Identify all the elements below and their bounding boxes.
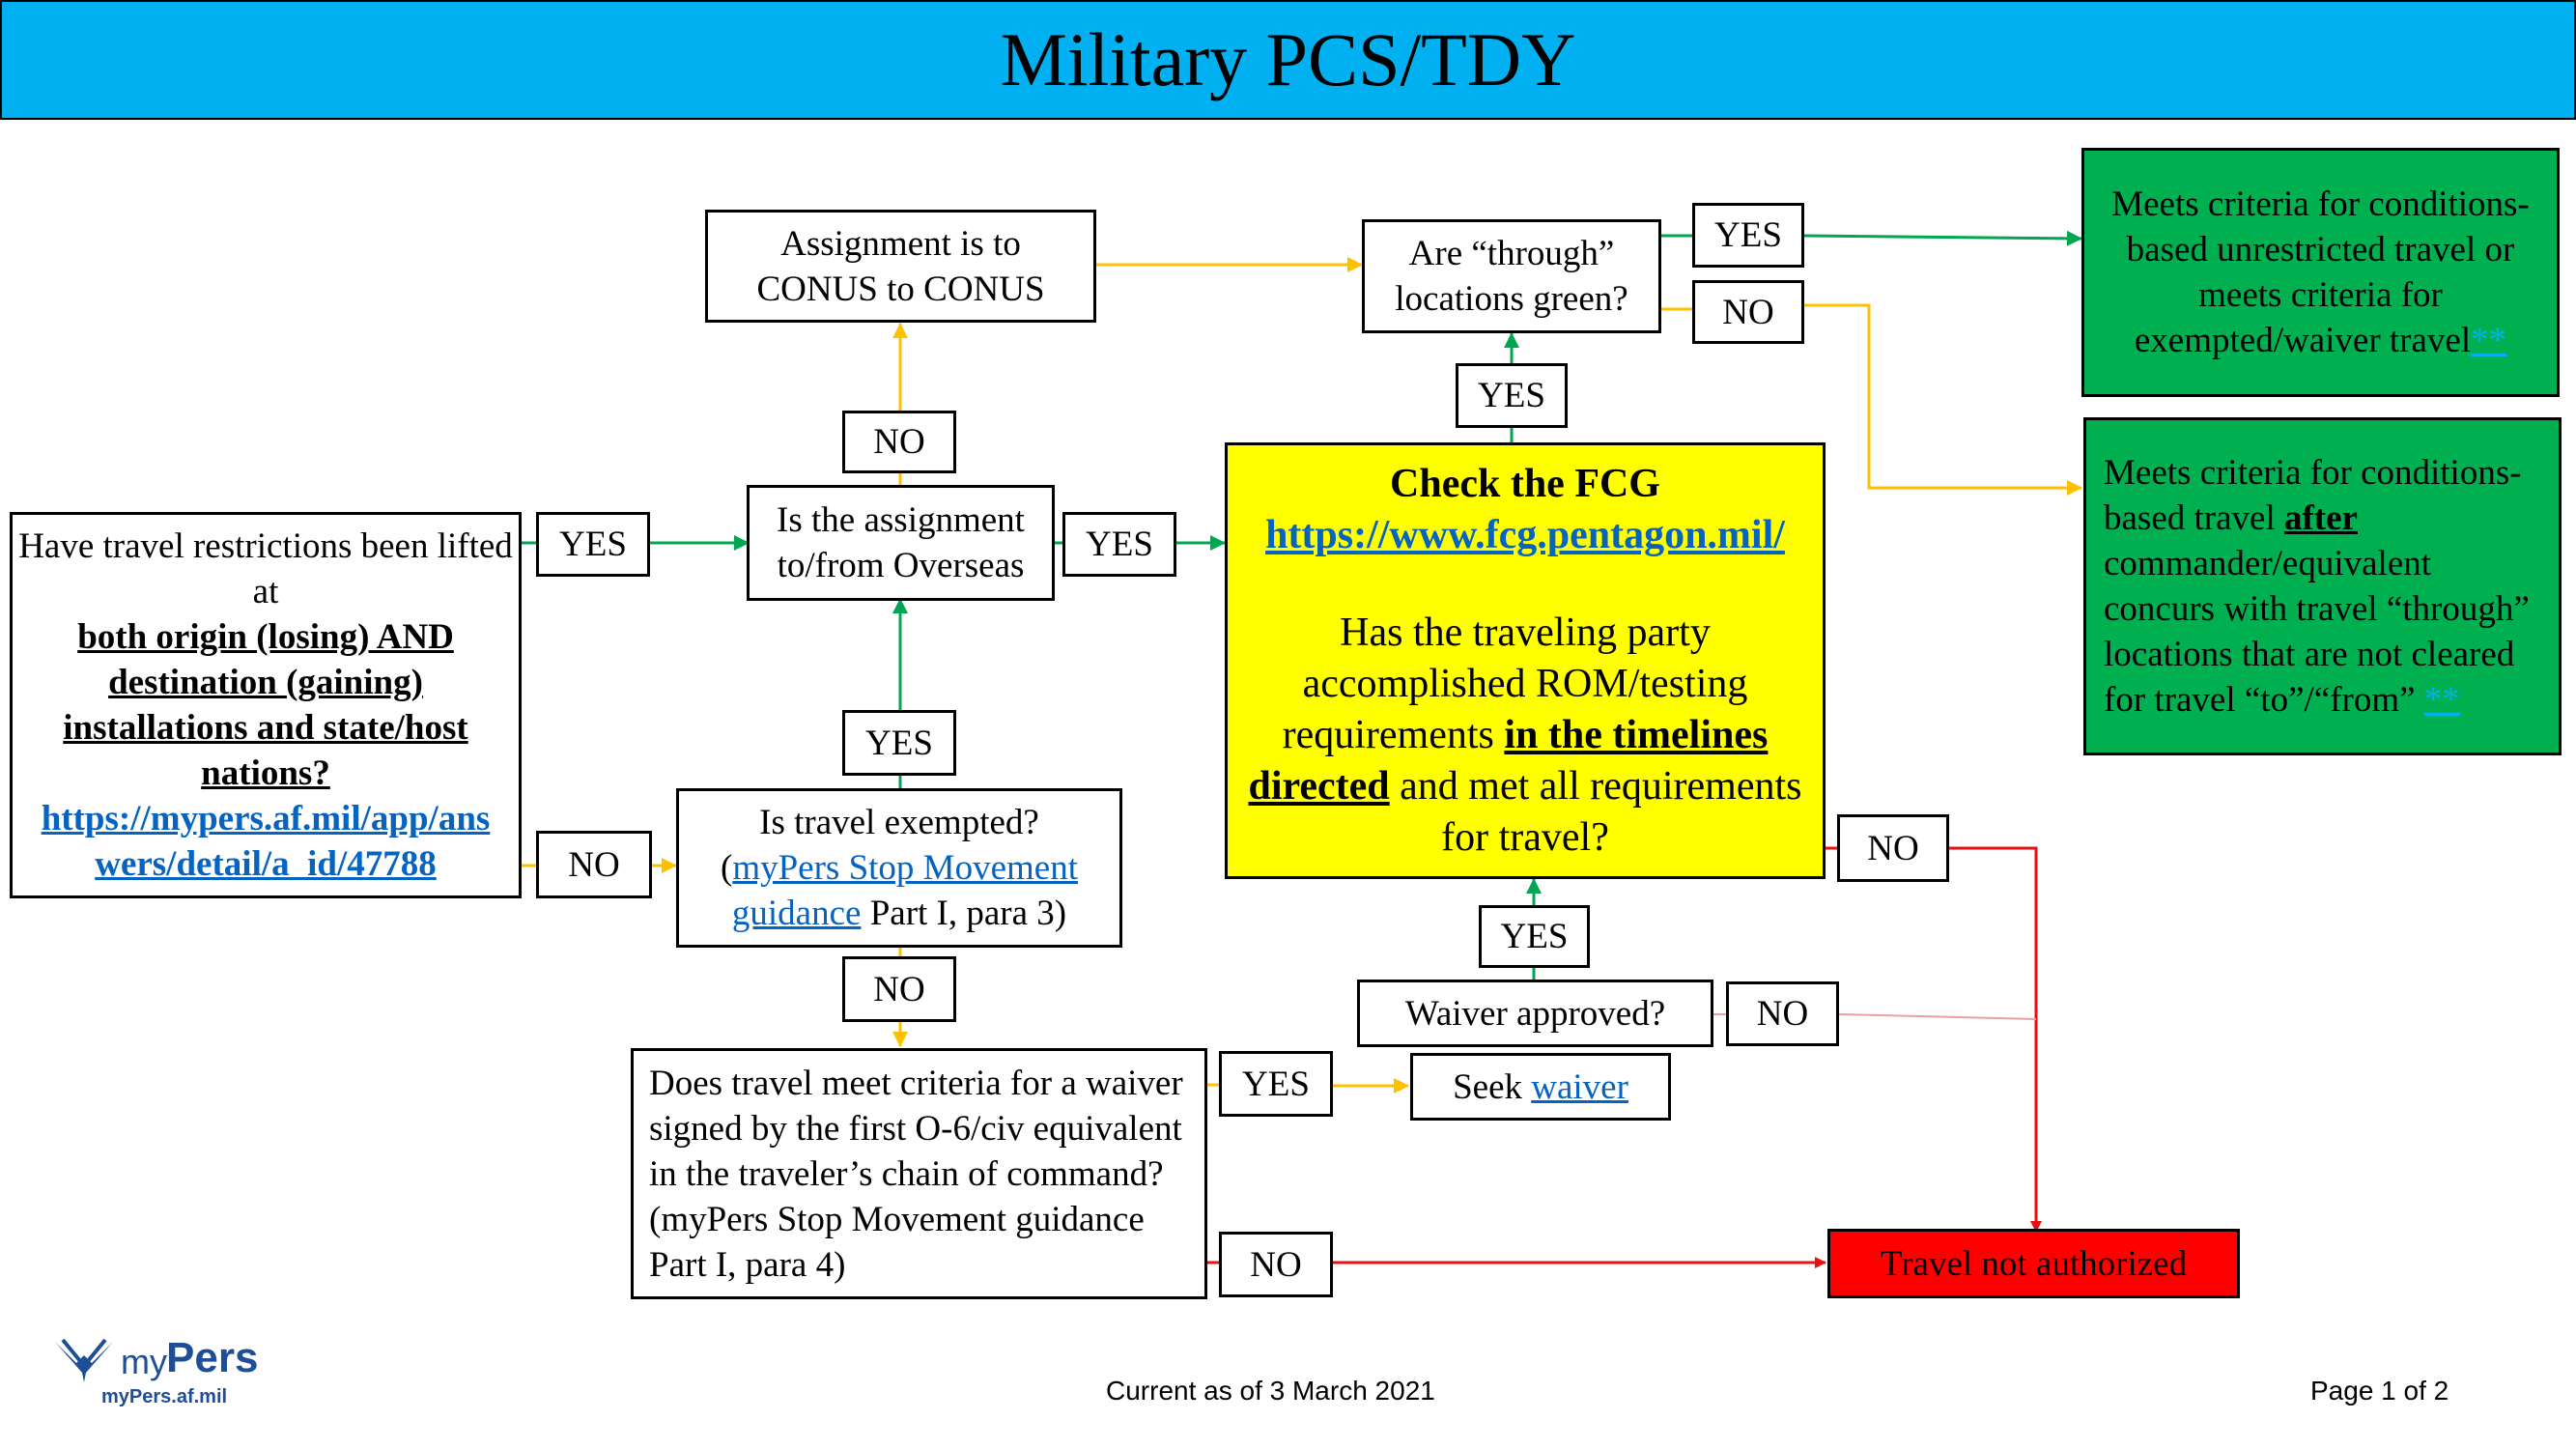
wings-icon <box>55 1338 113 1382</box>
arrow-through-yes <box>1661 236 2081 239</box>
mypers-logo: my Pers myPers.af.mil <box>53 1328 285 1415</box>
exempted-no-label: NO <box>842 956 956 1022</box>
through-no-label: NO <box>1692 280 1804 344</box>
current-date: Current as of 3 March 2021 <box>1106 1376 1435 1406</box>
outcome-unrestricted-content: Meets criteria for conditions-based unre… <box>2096 182 2545 363</box>
fcg-yes-label: YES <box>1456 363 1568 428</box>
fcg-heading: Check the FCG <box>1390 461 1660 506</box>
waiver-approved-box: Waiver approved? <box>1357 980 1713 1047</box>
outcome-unrestricted-footnote-link[interactable]: ** <box>2471 321 2507 360</box>
outcome-after-text2: commander/equivalent concurs with travel… <box>2104 544 2530 720</box>
conus-text: Assignment is to CONUS to CONUS <box>756 223 1045 309</box>
overseas-question-box: Is the assignment to/from Overseas <box>747 485 1055 601</box>
fcg-box: Check the FCG https://www.fcg.pentagon.m… <box>1225 442 1826 879</box>
restrictions-link[interactable]: https://mypers.af.mil/app/answers/detail… <box>41 799 491 884</box>
waiver-approved-text: Waiver approved? <box>1404 993 1666 1034</box>
arrow-fcg-no <box>1826 846 2036 1232</box>
waiver-question-box: Does travel meet criteria for a waiver s… <box>631 1048 1207 1299</box>
seek-waiver-link[interactable]: waiver <box>1531 1066 1628 1107</box>
exempted-question-box: Is travel exempted? (myPers Stop Movemen… <box>676 788 1122 948</box>
approved-yes-label: YES <box>1479 905 1590 968</box>
not-authorized-text: Travel not authorized <box>1880 1243 2188 1284</box>
not-authorized-box: Travel not authorized <box>1827 1229 2240 1298</box>
exempted-guidance-tail: Part I, para 3) <box>869 894 1067 933</box>
seek-waiver-text: Seek <box>1453 1066 1522 1107</box>
approved-no-label: NO <box>1726 981 1839 1046</box>
restrictions-question-text: Have travel restrictions been lifted at <box>18 526 513 611</box>
conus-box: Assignment is to CONUS to CONUS <box>705 210 1096 323</box>
logo-my: my <box>121 1342 167 1381</box>
exempted-guidance-link[interactable]: myPers Stop Movement guidance <box>731 848 1078 933</box>
restrictions-yes-label: YES <box>536 512 650 577</box>
restrictions-question-box: Have travel restrictions been lifted at … <box>10 512 522 898</box>
through-question-box: Are “through” locations green? <box>1362 219 1661 333</box>
fcg-question-part1: Has the traveling party accomplished ROM… <box>1282 610 1748 757</box>
outcome-unrestricted-text: Meets criteria for conditions-based unre… <box>2111 185 2530 360</box>
restrictions-question-bold: both origin (losing) AND destination (ga… <box>63 617 468 793</box>
waiver-no-label: NO <box>1219 1232 1333 1297</box>
page-number: Page 1 of 2 <box>2310 1376 2449 1406</box>
logo-url: myPers.af.mil <box>101 1386 228 1407</box>
outcome-after-footnote-link[interactable]: ** <box>2423 680 2460 720</box>
fcg-link[interactable]: https://www.fcg.pentagon.mil/ <box>1265 512 1785 557</box>
title-bar: Military PCS/TDY <box>0 0 2576 120</box>
through-yes-label: YES <box>1692 203 1804 268</box>
waiver-yes-label: YES <box>1219 1051 1333 1117</box>
fcg-question-part2: and met all requirements for travel? <box>1400 763 1802 860</box>
arrow-through-no <box>1661 303 2081 488</box>
overseas-no-label: NO <box>842 411 956 473</box>
fcg-no-label: NO <box>1837 814 1949 882</box>
exempted-question-text: Is travel exempted? <box>759 803 1039 842</box>
fcg-question: Has the traveling party accomplished ROM… <box>1228 608 1823 864</box>
exempted-guidance: (myPers Stop Movement guidance Part I, p… <box>721 848 1078 933</box>
logo-pers: Pers <box>166 1334 259 1381</box>
overseas-yes-label: YES <box>1062 512 1176 577</box>
exempted-yes-label: YES <box>842 710 956 776</box>
waiver-question-text: Does travel meet criteria for a waiver s… <box>649 1063 1183 1285</box>
outcome-unrestricted-box: Meets criteria for conditions-based unre… <box>2081 148 2560 397</box>
outcome-after-content: Meets criteria for conditions-based trav… <box>2104 450 2541 723</box>
through-question-text: Are “through” locations green? <box>1395 234 1628 319</box>
overseas-question-text: Is the assignment to/from Overseas <box>777 500 1025 585</box>
restrictions-no-label: NO <box>536 831 652 898</box>
arrow-waiver-yes <box>1207 1085 1408 1086</box>
outcome-after-text1: Meets criteria for conditions-based trav… <box>2104 453 2522 538</box>
outcome-after-bold: after <box>2283 498 2358 538</box>
arrow-approved-no <box>1713 1013 2037 1020</box>
seek-waiver-box: Seek waiver <box>1410 1053 1671 1121</box>
outcome-after-box: Meets criteria for conditions-based trav… <box>2083 417 2562 755</box>
page-title: Military PCS/TDY <box>1000 17 1576 101</box>
fcg-question-bold: in the timelines directed <box>1248 712 1769 809</box>
